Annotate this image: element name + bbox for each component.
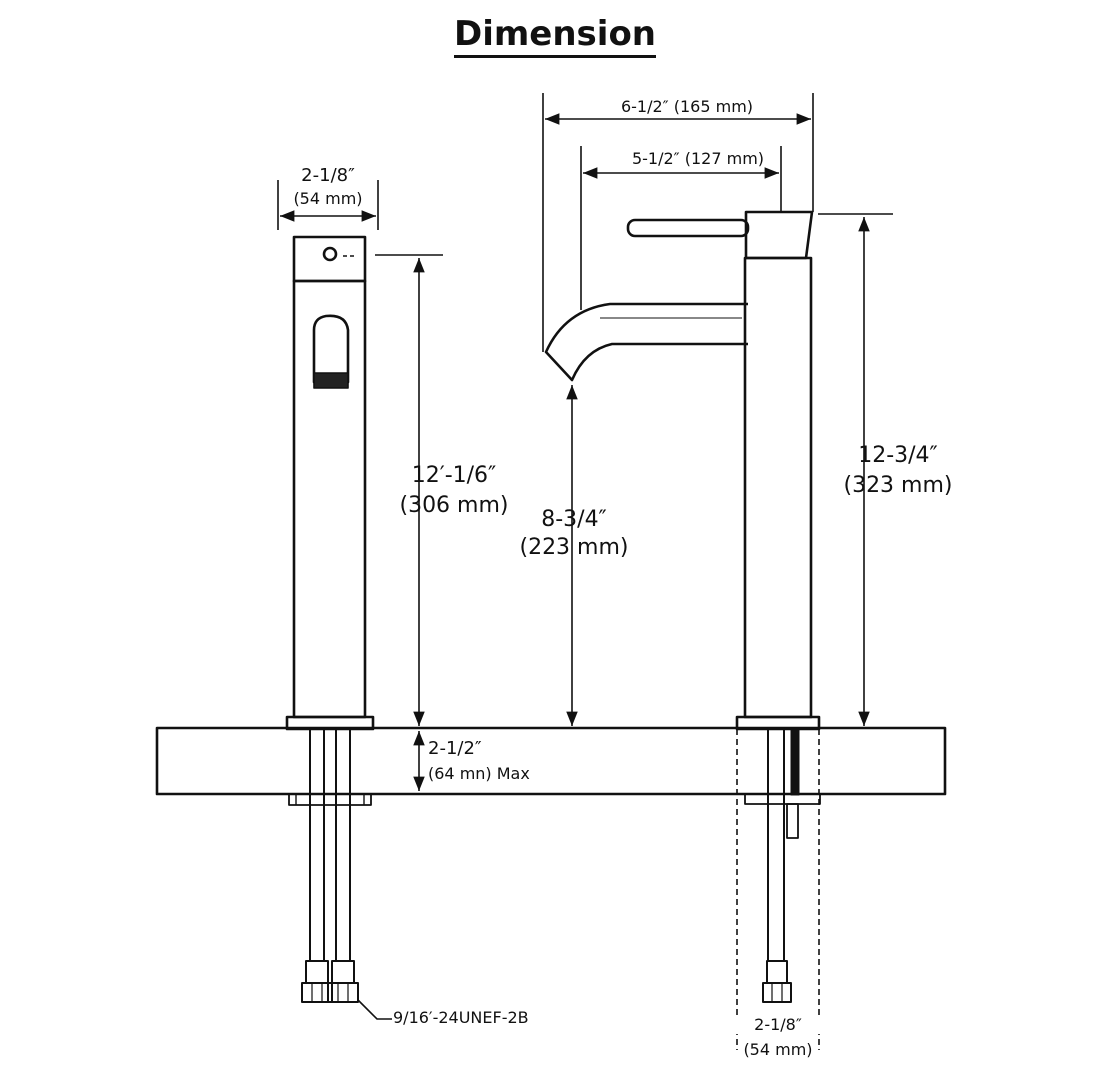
side-view-faucet: [285, 235, 375, 1003]
label-side-width-mm: (54 mm): [293, 189, 363, 208]
label-base-width-in: 2-1/8″: [733, 1015, 823, 1035]
front-mount-nut: [744, 793, 821, 805]
label-thread-spec: 9/16′-24UNEF-2B: [393, 1008, 529, 1027]
side-view-body: [292, 279, 367, 719]
faucet-body: [743, 256, 813, 719]
lever-handle: [626, 218, 750, 238]
spout: [544, 302, 748, 382]
hose-hex-nut-left: [301, 982, 333, 1003]
hose-ferrule-left: [305, 960, 329, 984]
side-view-spout-outlet: [312, 314, 350, 384]
front-ferrule: [766, 960, 788, 984]
handle-hub: [744, 210, 814, 260]
drain-rod: [786, 803, 799, 839]
label-spout-height-mm: (223 mm): [519, 535, 629, 560]
label-reach-outer: 6-1/2″ (165 mm): [620, 97, 754, 116]
side-view-handle-screw: [322, 246, 338, 262]
label-side-height-in: 12′-1/6″: [411, 463, 497, 488]
front-view-faucet: [544, 210, 821, 1003]
hose-hex-nut-right: [327, 982, 359, 1003]
page-title: Dimension: [0, 14, 1100, 58]
countertop-deck: [155, 726, 947, 796]
label-deck-thickness-in: 2-1/2″: [428, 738, 482, 759]
label-spout-height-in: 8-3/4″: [541, 507, 607, 532]
thread-spec-leader: [357, 999, 392, 1020]
front-hex-nut: [762, 982, 792, 1003]
label-deck-thickness-mm: (64 mn) Max: [428, 764, 530, 783]
side-view-mount-nut: [288, 793, 372, 806]
label-side-height-mm: (306 mm): [399, 493, 509, 518]
label-total-height-in: 12-3/4″: [858, 443, 938, 468]
side-view-base-ring: [285, 715, 375, 731]
drain-rod-bar: [790, 728, 800, 796]
page-title-text: Dimension: [453, 14, 657, 58]
label-base-width-mm: (54 mm): [743, 1040, 813, 1059]
side-view-aerator: [313, 372, 349, 389]
label-side-width-in: 2-1/8″: [301, 165, 355, 186]
hose-ferrule-right: [331, 960, 355, 984]
label-reach-inner: 5-1/2″ (127 mm): [631, 149, 765, 168]
label-total-height-mm: (323 mm): [843, 473, 953, 498]
